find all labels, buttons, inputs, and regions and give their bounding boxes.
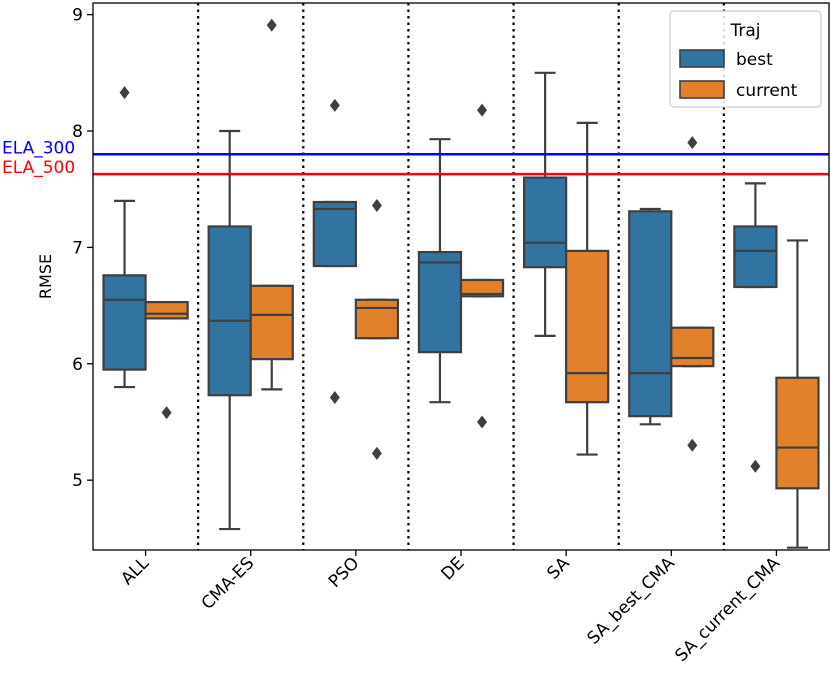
x-tick-label: ALL (117, 553, 153, 589)
box-current-CMA-ES (249, 18, 294, 391)
outlier-marker (477, 103, 488, 117)
y-tick-label: 6 (72, 355, 83, 375)
y-axis: 5 6 7 8 9 (72, 6, 93, 491)
box-body (207, 225, 252, 397)
box-body (417, 250, 463, 354)
box-best-SA_best_CMA (628, 207, 673, 426)
box-body (312, 200, 357, 268)
box-body (733, 225, 778, 289)
box-current-ALL (144, 301, 189, 420)
x-tick-label: PSO (325, 553, 363, 591)
outlier-marker (477, 415, 488, 429)
outlier-marker (371, 199, 382, 213)
legend: Traj best current (669, 10, 822, 108)
box-groups (102, 18, 820, 549)
box-body (670, 326, 715, 368)
outlier-marker (687, 438, 698, 452)
box-best-DE (417, 138, 463, 404)
box-best-SA (522, 71, 568, 337)
box-current-DE (459, 103, 505, 429)
box-body (354, 298, 400, 340)
y-tick-label: 7 (72, 238, 83, 258)
outlier-marker (266, 18, 277, 32)
outlier-marker (329, 98, 340, 112)
box-body (144, 301, 189, 320)
reference-label-ELA_300: ELA_300 (2, 138, 75, 158)
box-body (459, 278, 505, 298)
x-tick-label: SA_current_CMA (671, 553, 784, 666)
outlier-marker (119, 86, 130, 100)
box-body (775, 376, 820, 490)
box-best-ALL (102, 86, 147, 389)
box-best-SA_current_CMA (733, 182, 778, 473)
legend-swatch-current (679, 80, 725, 99)
outlier-marker (161, 406, 172, 420)
box-best-PSO (312, 98, 357, 405)
box-best-CMA-ES (207, 129, 252, 531)
box-body (249, 284, 294, 361)
legend-label-best: best (736, 50, 773, 70)
y-tick-label: 5 (72, 471, 83, 491)
outlier-marker (371, 446, 382, 460)
y-axis-label: RMSE (36, 254, 55, 299)
x-axis: ALL CMA-ES PSO DE SA SA_best_CMASA_current_CM… (117, 550, 784, 666)
box-body (565, 249, 610, 404)
y-tick-label: 8 (72, 122, 83, 142)
x-tick-label: CMA-ES (198, 553, 258, 613)
box-current-PSO (354, 199, 400, 460)
box-current-SA_best_CMA (670, 136, 715, 452)
legend-title: Traj (729, 21, 760, 41)
outlier-marker (329, 391, 340, 405)
box-current-SA_current_CMA (775, 239, 820, 549)
y-tick-label: 9 (72, 6, 83, 26)
legend-label-current: current (736, 81, 798, 101)
box-body (628, 210, 673, 418)
legend-swatch-best (679, 49, 725, 68)
box-body (522, 176, 568, 269)
box-current-SA (565, 121, 610, 456)
x-tick-label: SA_best_CMA (584, 553, 679, 648)
box-body (102, 274, 147, 371)
outlier-marker (687, 136, 698, 150)
outlier-marker (750, 459, 761, 473)
x-tick-label: SA (543, 553, 573, 583)
x-tick-label: DE (438, 553, 469, 584)
reference-label-ELA_500: ELA_500 (2, 158, 75, 178)
